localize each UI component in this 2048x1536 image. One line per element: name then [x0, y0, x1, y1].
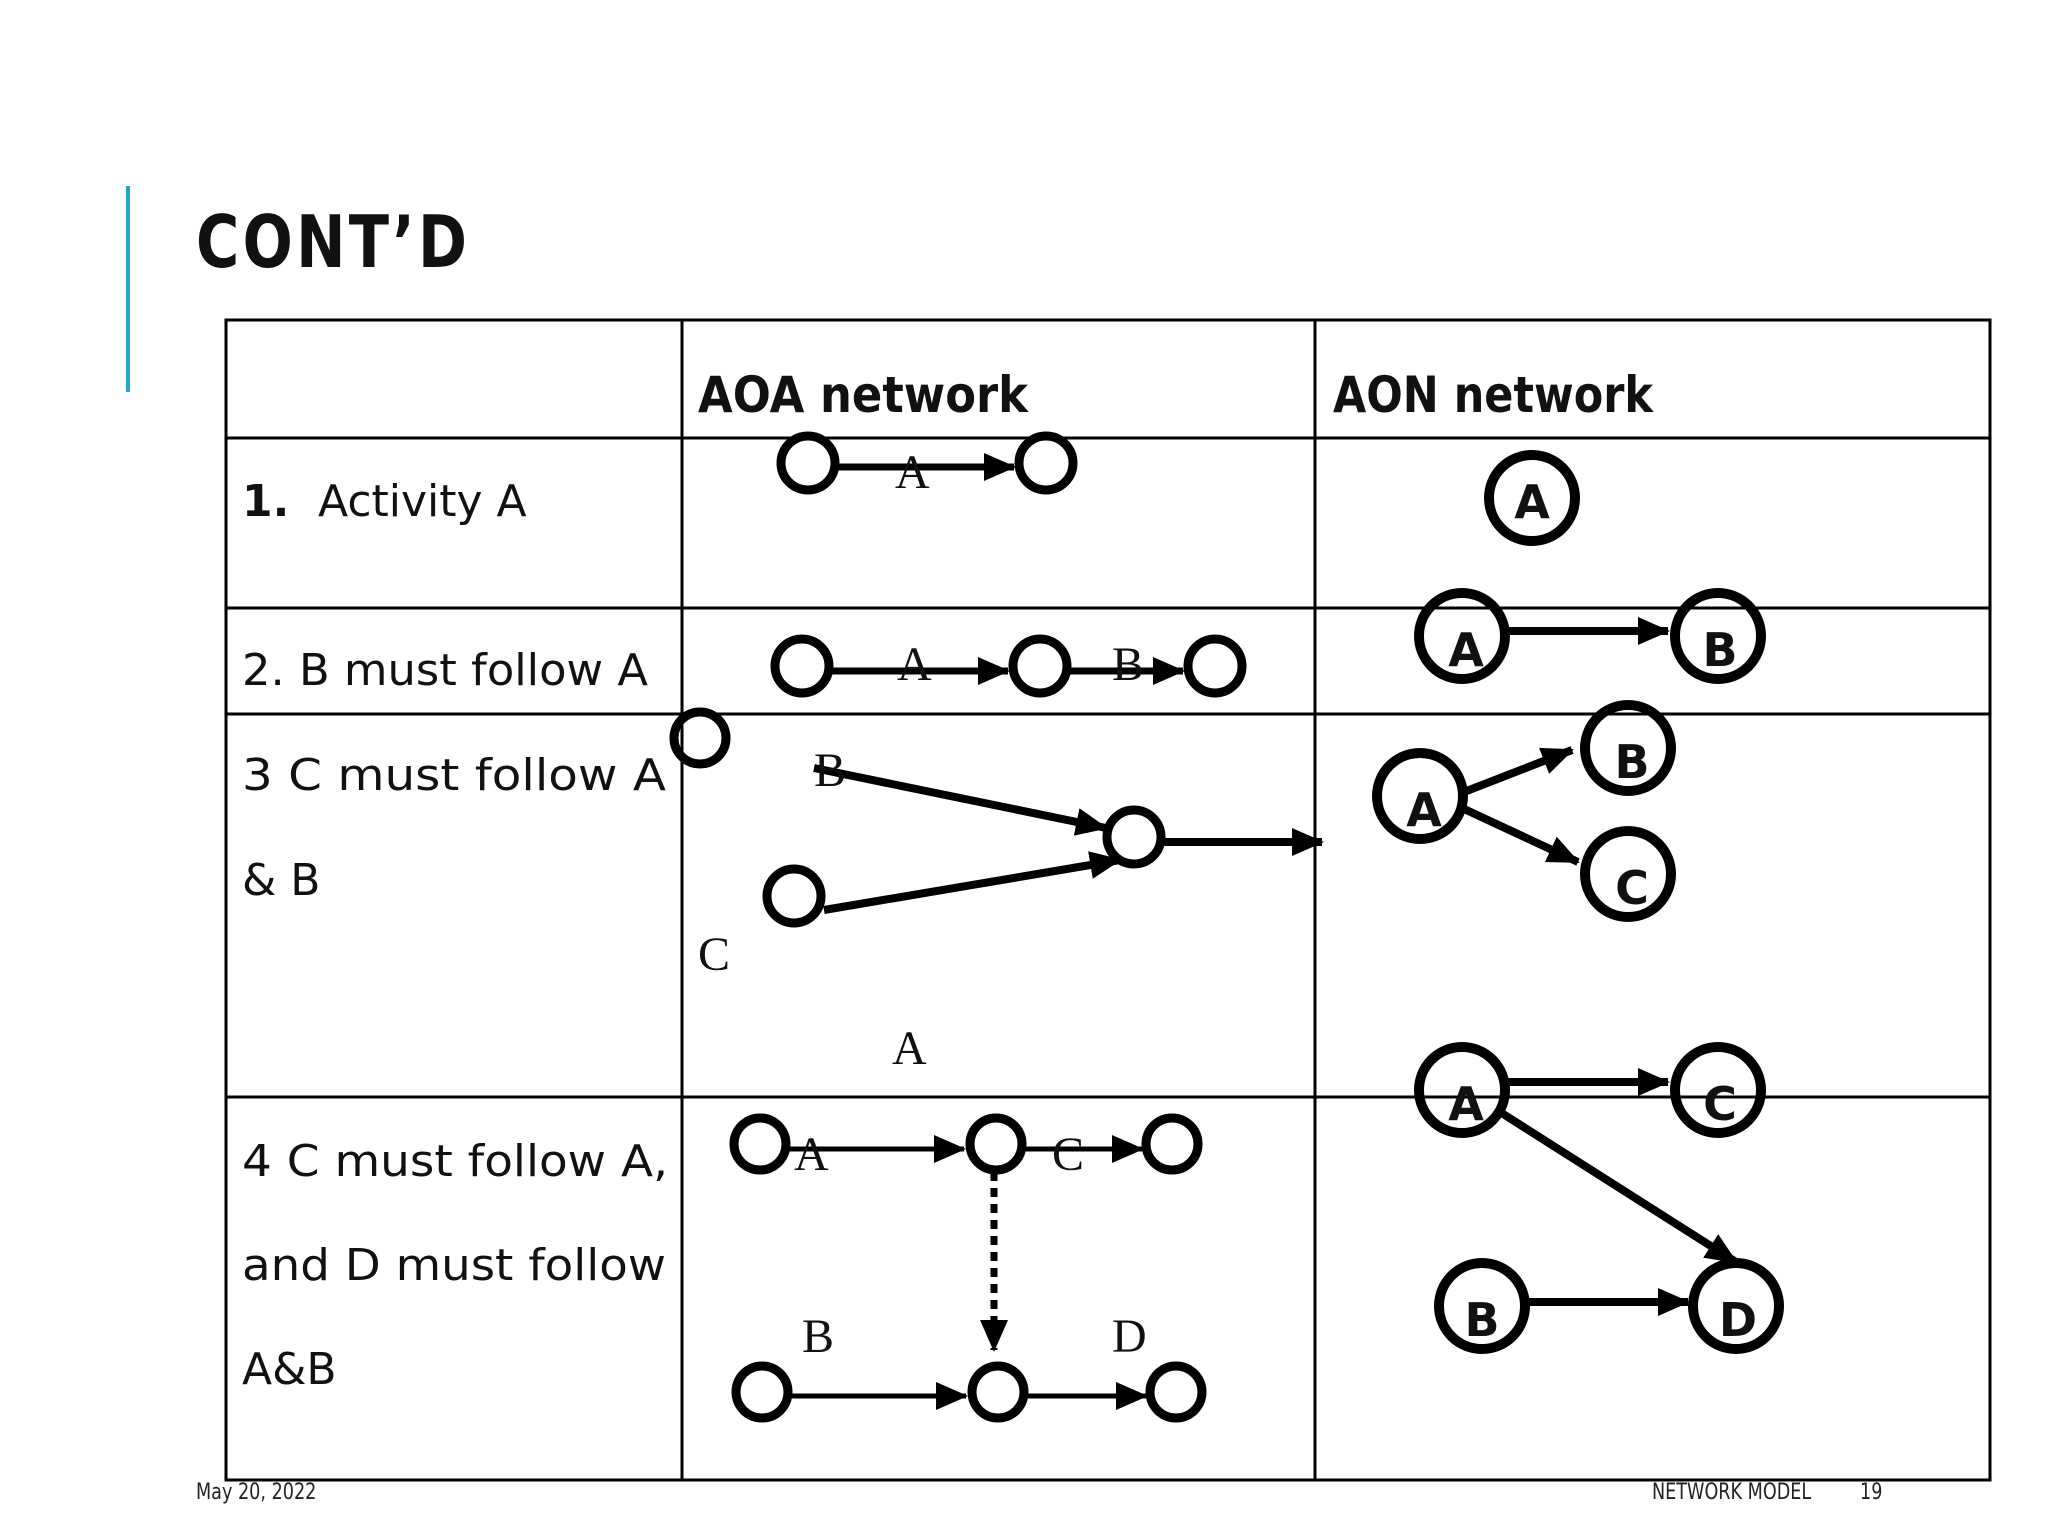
aoa-label: D: [1112, 1310, 1147, 1363]
row3-text-line2: & B: [242, 855, 320, 906]
aoa-event-node: [776, 431, 840, 495]
slide-title: CONT’D: [196, 200, 471, 284]
aon-node-label: C: [1615, 861, 1649, 915]
aon-precedence-arrow: [1462, 746, 1574, 796]
aoa-event-node: [1183, 634, 1247, 698]
aoa-label: A: [895, 446, 930, 499]
aon-node-a: [1372, 748, 1468, 844]
header-aon: AON network: [1333, 366, 1654, 424]
aon-node-c: [1580, 826, 1676, 922]
aoa-row3: [669, 707, 1324, 928]
row4-text-line3: A&B: [242, 1344, 337, 1395]
row3-text-line1: 3 C must follow A: [242, 750, 666, 801]
aoa-event-node: [965, 1113, 1027, 1175]
row4-text-line1: 4 C must follow A,: [242, 1136, 668, 1187]
footer-page-number: 19: [1860, 1480, 1883, 1505]
aon-node-c: [1670, 1042, 1766, 1138]
table-border: [224, 318, 1992, 1482]
aon-node-label: D: [1719, 1293, 1757, 1347]
aoa-event-node: [1008, 634, 1072, 698]
aon-node-label: A: [1514, 475, 1550, 529]
aoa-label: B: [802, 1310, 834, 1363]
aon-node-b: [1434, 1258, 1530, 1354]
table-grid: [224, 318, 1992, 1482]
aoa-event-node: [762, 864, 826, 928]
aon-node-a: [1414, 1042, 1510, 1138]
aoa-row1: [776, 431, 1078, 495]
aon-precedence-arrow: [1497, 1108, 1739, 1266]
aon-node-d: [1688, 1258, 1784, 1354]
aon-precedence-arrow: [1460, 804, 1580, 866]
aoa-row2: [770, 634, 1247, 698]
aon-node-label: A: [1406, 783, 1442, 837]
aoa-event-node: [731, 1361, 793, 1423]
aon-node-label: B: [1702, 623, 1737, 677]
aoa-row4: [729, 1113, 1207, 1423]
aon-node-label: C: [1703, 1077, 1737, 1131]
aoa-activity-arrow: [823, 851, 1122, 914]
row1-number: 1.: [242, 476, 289, 527]
aoa-label: A: [794, 1128, 829, 1181]
aoa-label: B: [1112, 638, 1144, 691]
aoa-event-node: [1102, 805, 1166, 869]
footer-topic: NETWORK MODEL: [1652, 1480, 1812, 1505]
aoa-event-node: [1141, 1113, 1203, 1175]
aoa-event-node: [669, 707, 731, 769]
aoa-label: C: [698, 928, 730, 981]
footer-date: May 20, 2022: [196, 1480, 317, 1505]
aon-node-b: [1670, 588, 1766, 684]
row1-text: Activity A: [318, 476, 527, 527]
aoa-label: A: [897, 638, 932, 691]
aon-node-label: A: [1448, 623, 1484, 677]
aoa-event-node: [729, 1113, 791, 1175]
aoa-event-node: [1014, 431, 1078, 495]
aoa-activity-arrow: [813, 764, 1108, 836]
row2-text: 2. B must follow A: [242, 645, 648, 696]
aon-node-a: [1414, 588, 1510, 684]
accent-bar: [126, 186, 130, 392]
header-aoa: AOA network: [698, 366, 1030, 424]
aon-node-label: B: [1614, 735, 1649, 789]
aoa-event-node: [967, 1361, 1029, 1423]
aoa-event-node: [1145, 1361, 1207, 1423]
aoa-label: C: [1052, 1128, 1084, 1181]
aon-node-label: A: [1448, 1077, 1484, 1131]
aon-node-label: B: [1464, 1293, 1499, 1347]
row4-text-line2: and D must follow: [242, 1240, 666, 1291]
aoa-label: A: [892, 1022, 927, 1075]
aon-node-a: [1484, 450, 1580, 546]
aon-node-b: [1580, 700, 1676, 796]
aoa-event-node: [770, 634, 834, 698]
aoa-label: B: [814, 744, 846, 797]
